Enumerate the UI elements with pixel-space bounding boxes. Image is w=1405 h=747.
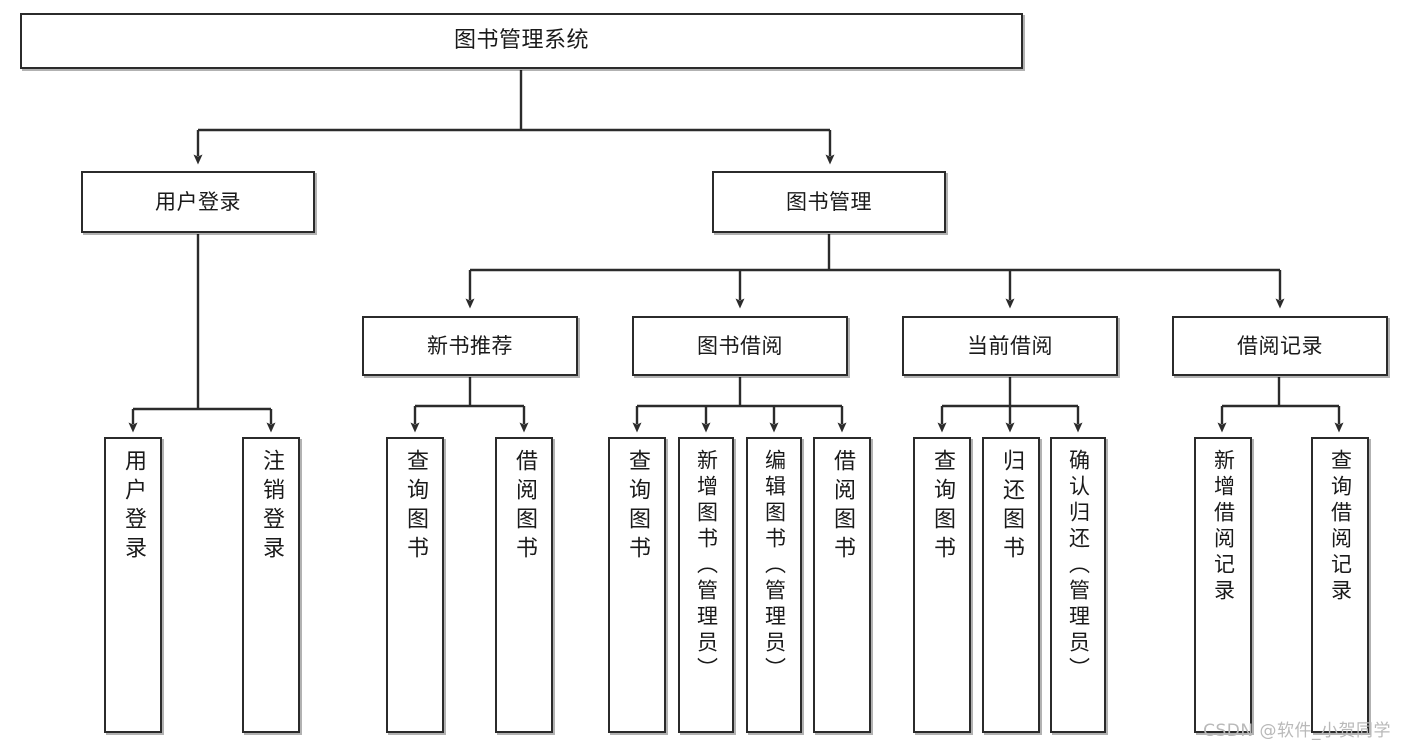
node-leaf-query-book-b[interactable]: 查询图书 <box>608 437 666 733</box>
node-label: 借阅图书 <box>830 449 855 565</box>
node-label: 图书管理 <box>786 189 872 214</box>
node-label: 编辑图书（管理员） <box>762 449 787 683</box>
watermark-text: CSDN @软件_小贺同学 <box>1203 721 1391 741</box>
node-leaf-query-borrow-record[interactable]: 查询借阅记录 <box>1311 437 1369 733</box>
node-label: 借阅图书 <box>512 449 537 565</box>
node-label: 新书推荐 <box>427 333 513 358</box>
node-label: 图书借阅 <box>697 333 783 358</box>
node-label: 新增借阅记录 <box>1211 449 1236 605</box>
node-label: 查询借阅记录 <box>1328 449 1353 605</box>
node-leaf-user-login[interactable]: 用户登录 <box>104 437 162 733</box>
node-leaf-add-book-admin[interactable]: 新增图书（管理员） <box>678 437 734 733</box>
node-label: 借阅记录 <box>1237 333 1323 358</box>
node-label: 归还图书 <box>999 449 1024 565</box>
node-label: 确认归还（管理员） <box>1066 449 1091 683</box>
node-leaf-borrow-book-b[interactable]: 借阅图书 <box>813 437 871 733</box>
node-leaf-edit-book-admin[interactable]: 编辑图书（管理员） <box>746 437 802 733</box>
node-label: 查询图书 <box>403 449 428 565</box>
node-borrow-record[interactable]: 借阅记录 <box>1172 316 1388 376</box>
node-leaf-borrow-book-a[interactable]: 借阅图书 <box>495 437 553 733</box>
node-current-borrow[interactable]: 当前借阅 <box>902 316 1118 376</box>
node-label: 当前借阅 <box>967 333 1053 358</box>
node-root-system[interactable]: 图书管理系统 <box>20 13 1023 69</box>
node-book-management[interactable]: 图书管理 <box>712 171 946 233</box>
node-new-book-recommend[interactable]: 新书推荐 <box>362 316 578 376</box>
node-leaf-query-book-a[interactable]: 查询图书 <box>386 437 444 733</box>
node-user-login[interactable]: 用户登录 <box>81 171 315 233</box>
node-book-borrow[interactable]: 图书借阅 <box>632 316 848 376</box>
node-label: 图书管理系统 <box>453 28 589 54</box>
node-label: 注销登录 <box>259 449 284 565</box>
node-leaf-add-borrow-record[interactable]: 新增借阅记录 <box>1194 437 1252 733</box>
node-label: 查询图书 <box>930 449 955 565</box>
node-leaf-return-book[interactable]: 归还图书 <box>982 437 1040 733</box>
node-leaf-query-book-c[interactable]: 查询图书 <box>913 437 971 733</box>
node-label: 查询图书 <box>625 449 650 565</box>
node-leaf-logout[interactable]: 注销登录 <box>242 437 300 733</box>
node-label: 用户登录 <box>155 189 241 214</box>
node-label: 用户登录 <box>121 449 146 565</box>
node-leaf-confirm-return-admin[interactable]: 确认归还（管理员） <box>1050 437 1106 733</box>
node-label: 新增图书（管理员） <box>694 449 719 683</box>
